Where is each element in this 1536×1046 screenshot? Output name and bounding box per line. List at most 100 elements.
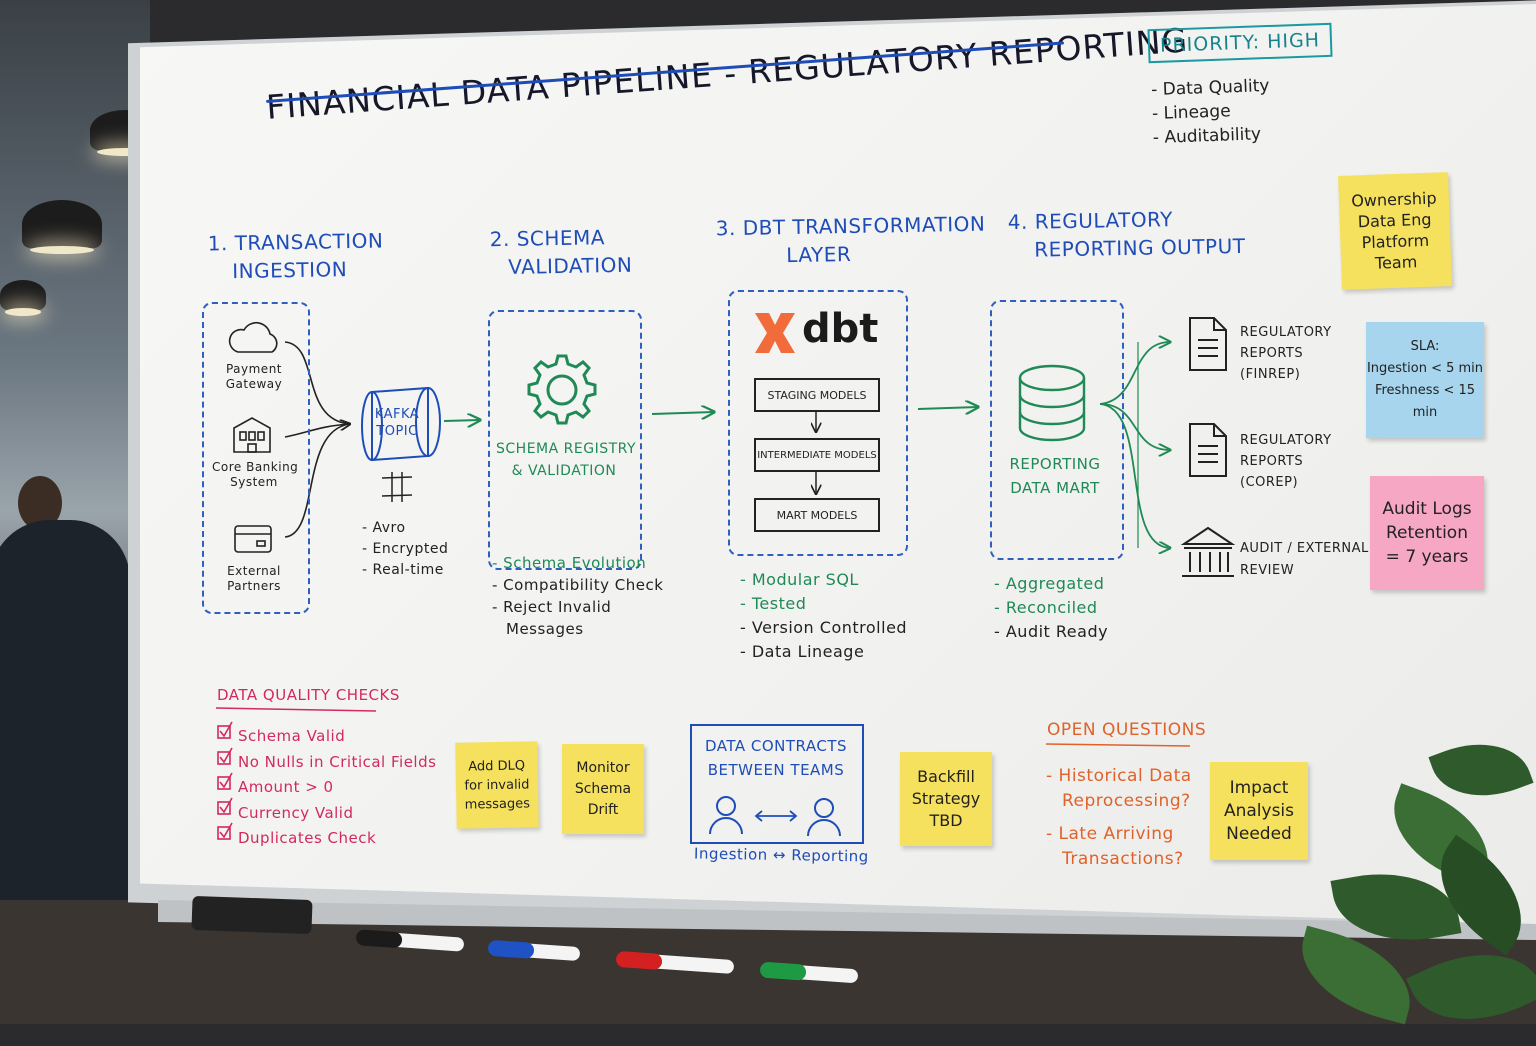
- bullet-item: - Data Lineage: [740, 642, 865, 661]
- bullet-item: - Avro: [362, 520, 406, 536]
- database-icon: [1018, 364, 1086, 442]
- report-label: REVIEW: [1240, 563, 1295, 578]
- schema-registry-label: SCHEMA REGISTRY & VALIDATION: [496, 438, 637, 482]
- kafka-topic-label: KAFKA TOPIC: [370, 406, 424, 440]
- person-icon: [709, 796, 743, 835]
- arrow-validation-to-dbt: [651, 412, 714, 414]
- arrow-external-to-kafka: [284, 424, 350, 538]
- step-title: SCHEMA: [516, 225, 606, 251]
- bullet-item: - Aggregated: [994, 574, 1105, 593]
- report-label: REGULATORY: [1240, 325, 1332, 340]
- quality-check-item: Amount > 0: [238, 778, 334, 796]
- sticky-sla: SLA: Ingestion < 5 min Freshness < 15 mi…: [1366, 322, 1484, 438]
- source-label: Partners: [227, 579, 281, 593]
- step-number: 2.: [489, 226, 511, 252]
- bullet-item: - Modular SQL: [740, 570, 859, 589]
- mart-label: DATA MART: [1010, 479, 1100, 497]
- sticky-add-dlq: Add DLQ for invalid messages: [455, 741, 539, 829]
- validation-label: & VALIDATION: [511, 463, 617, 479]
- priority-label: PRIORITY: HIGH: [1147, 22, 1333, 64]
- quality-check-item: Duplicates Check: [238, 829, 377, 847]
- report-finrep: REGULATORY REPORTS (FINREP): [1240, 322, 1332, 385]
- bullet-item: - Schema Evolution: [492, 554, 647, 572]
- kafka-bullets: - Avro - Encrypted - Real-time: [362, 518, 448, 581]
- validation-bullets: - Schema Evolution - Compatibility Check…: [492, 552, 663, 640]
- contracts-title: DATA CONTRACTS: [704, 737, 848, 755]
- quality-check-item: Schema Valid: [238, 727, 346, 745]
- arrow-mart-to-audit: [1099, 403, 1170, 548]
- source-label: Core Banking: [212, 460, 299, 474]
- open-question-item: Reprocessing?: [1062, 791, 1191, 811]
- card-icon: [234, 525, 272, 553]
- ceiling-lamp: [22, 200, 102, 254]
- quality-check-item: No Nulls in Critical Fields: [238, 752, 437, 771]
- report-label: (FINREP): [1240, 367, 1301, 382]
- source-payment-gateway: Payment Gateway: [214, 362, 294, 392]
- dbt-logo-text: dbt: [802, 306, 879, 352]
- priority-list: - Data Quality - Lineage - Auditability: [1151, 74, 1272, 150]
- diagram-connectors: [215, 313, 1236, 840]
- data-contracts-footer: Ingestion ↔ Reporting: [693, 844, 869, 866]
- output-bullets: - Aggregated - Reconciled - Audit Ready: [994, 572, 1108, 644]
- bullet-item: - Tested: [740, 594, 807, 613]
- step-number: 4.: [1007, 209, 1029, 235]
- step-title: DBT TRANSFORMATION: [742, 211, 986, 240]
- document-icon: [1189, 317, 1227, 371]
- step-title: INGESTION: [232, 257, 348, 284]
- open-question-item: - Historical Data: [1046, 766, 1192, 786]
- open-questions-list: - Historical Data Reprocessing? - Late A…: [1046, 764, 1192, 872]
- checkbox-icon: [217, 721, 233, 840]
- source-label: Gateway: [225, 377, 283, 391]
- potted-plant: [1276, 720, 1536, 1046]
- source-label: External: [227, 564, 281, 578]
- kafka-label: KAFKA: [374, 407, 420, 422]
- kafka-label: TOPIC: [376, 424, 418, 439]
- step-title: VALIDATION: [508, 252, 633, 279]
- step-2-heading: 2. SCHEMA VALIDATION: [490, 223, 633, 281]
- bullet-item: - Compatibility Check: [492, 576, 664, 594]
- gear-icon: [527, 354, 597, 425]
- dbt-staging-models: STAGING MODELS: [754, 378, 880, 412]
- person-silhouette: [0, 470, 130, 900]
- open-question-item: Transactions?: [1062, 849, 1184, 869]
- step-number: 1.: [207, 231, 229, 256]
- step-4-heading: 4. REGULATORY REPORTING OUTPUT: [1008, 204, 1246, 264]
- report-label: AUDIT / EXTERNAL: [1240, 541, 1369, 556]
- source-external-partners: External Partners: [214, 564, 294, 594]
- source-label: Payment: [225, 362, 283, 376]
- step-title: REPORTING OUTPUT: [1034, 233, 1246, 262]
- report-label: REGULATORY: [1240, 433, 1332, 448]
- quality-checks-title: DATA QUALITY CHECKS: [217, 686, 400, 704]
- arrow-dbt-to-output: [917, 407, 978, 409]
- sticky-audit-logs: Audit Logs Retention = 7 years: [1370, 476, 1484, 590]
- bullet-item: - Encrypted: [362, 541, 449, 557]
- arrow-mart-to-corep: [1099, 403, 1170, 450]
- quality-checks-list: Schema Valid No Nulls in Critical Fields…: [238, 724, 436, 852]
- bidirectional-arrow-icon: [754, 810, 798, 822]
- dbt-intermediate-models: INTERMEDIATE MODELS: [754, 438, 880, 472]
- sticky-backfill-strategy: Backfill Strategy TBD: [900, 752, 992, 846]
- bullet-item: - Reject Invalid: [492, 598, 612, 616]
- step-title: LAYER: [786, 241, 852, 268]
- report-audit-review: AUDIT / EXTERNAL REVIEW: [1240, 538, 1369, 582]
- bullet-item: Messages: [506, 620, 584, 638]
- report-label: REPORTS: [1240, 346, 1304, 361]
- step-3-heading: 3. DBT TRANSFORMATION LAYER: [716, 210, 987, 271]
- priority-item: - Data Quality: [1150, 75, 1270, 101]
- bank-building-icon: [233, 417, 271, 453]
- schema-validation-box: [488, 310, 642, 570]
- data-contracts-box: [690, 724, 864, 844]
- reporting-mart-box: [990, 300, 1124, 560]
- dbt-layer-box: [728, 290, 908, 556]
- sticky-monitor-schema-drift: Monitor Schema Drift: [562, 744, 644, 834]
- bullet-item: - Real-time: [362, 562, 444, 578]
- validation-label: SCHEMA REGISTRY: [496, 441, 637, 457]
- step-number: 3.: [715, 216, 737, 241]
- person-icon: [807, 798, 841, 837]
- kafka-topic-icon: [361, 386, 441, 462]
- courthouse-icon: [1180, 526, 1236, 577]
- report-corep: REGULATORY REPORTS (COREP): [1240, 430, 1332, 493]
- step-title: REGULATORY: [1034, 207, 1174, 234]
- source-label: System: [230, 475, 278, 489]
- dbt-bullets: - Modular SQL - Tested - Version Control…: [740, 568, 907, 664]
